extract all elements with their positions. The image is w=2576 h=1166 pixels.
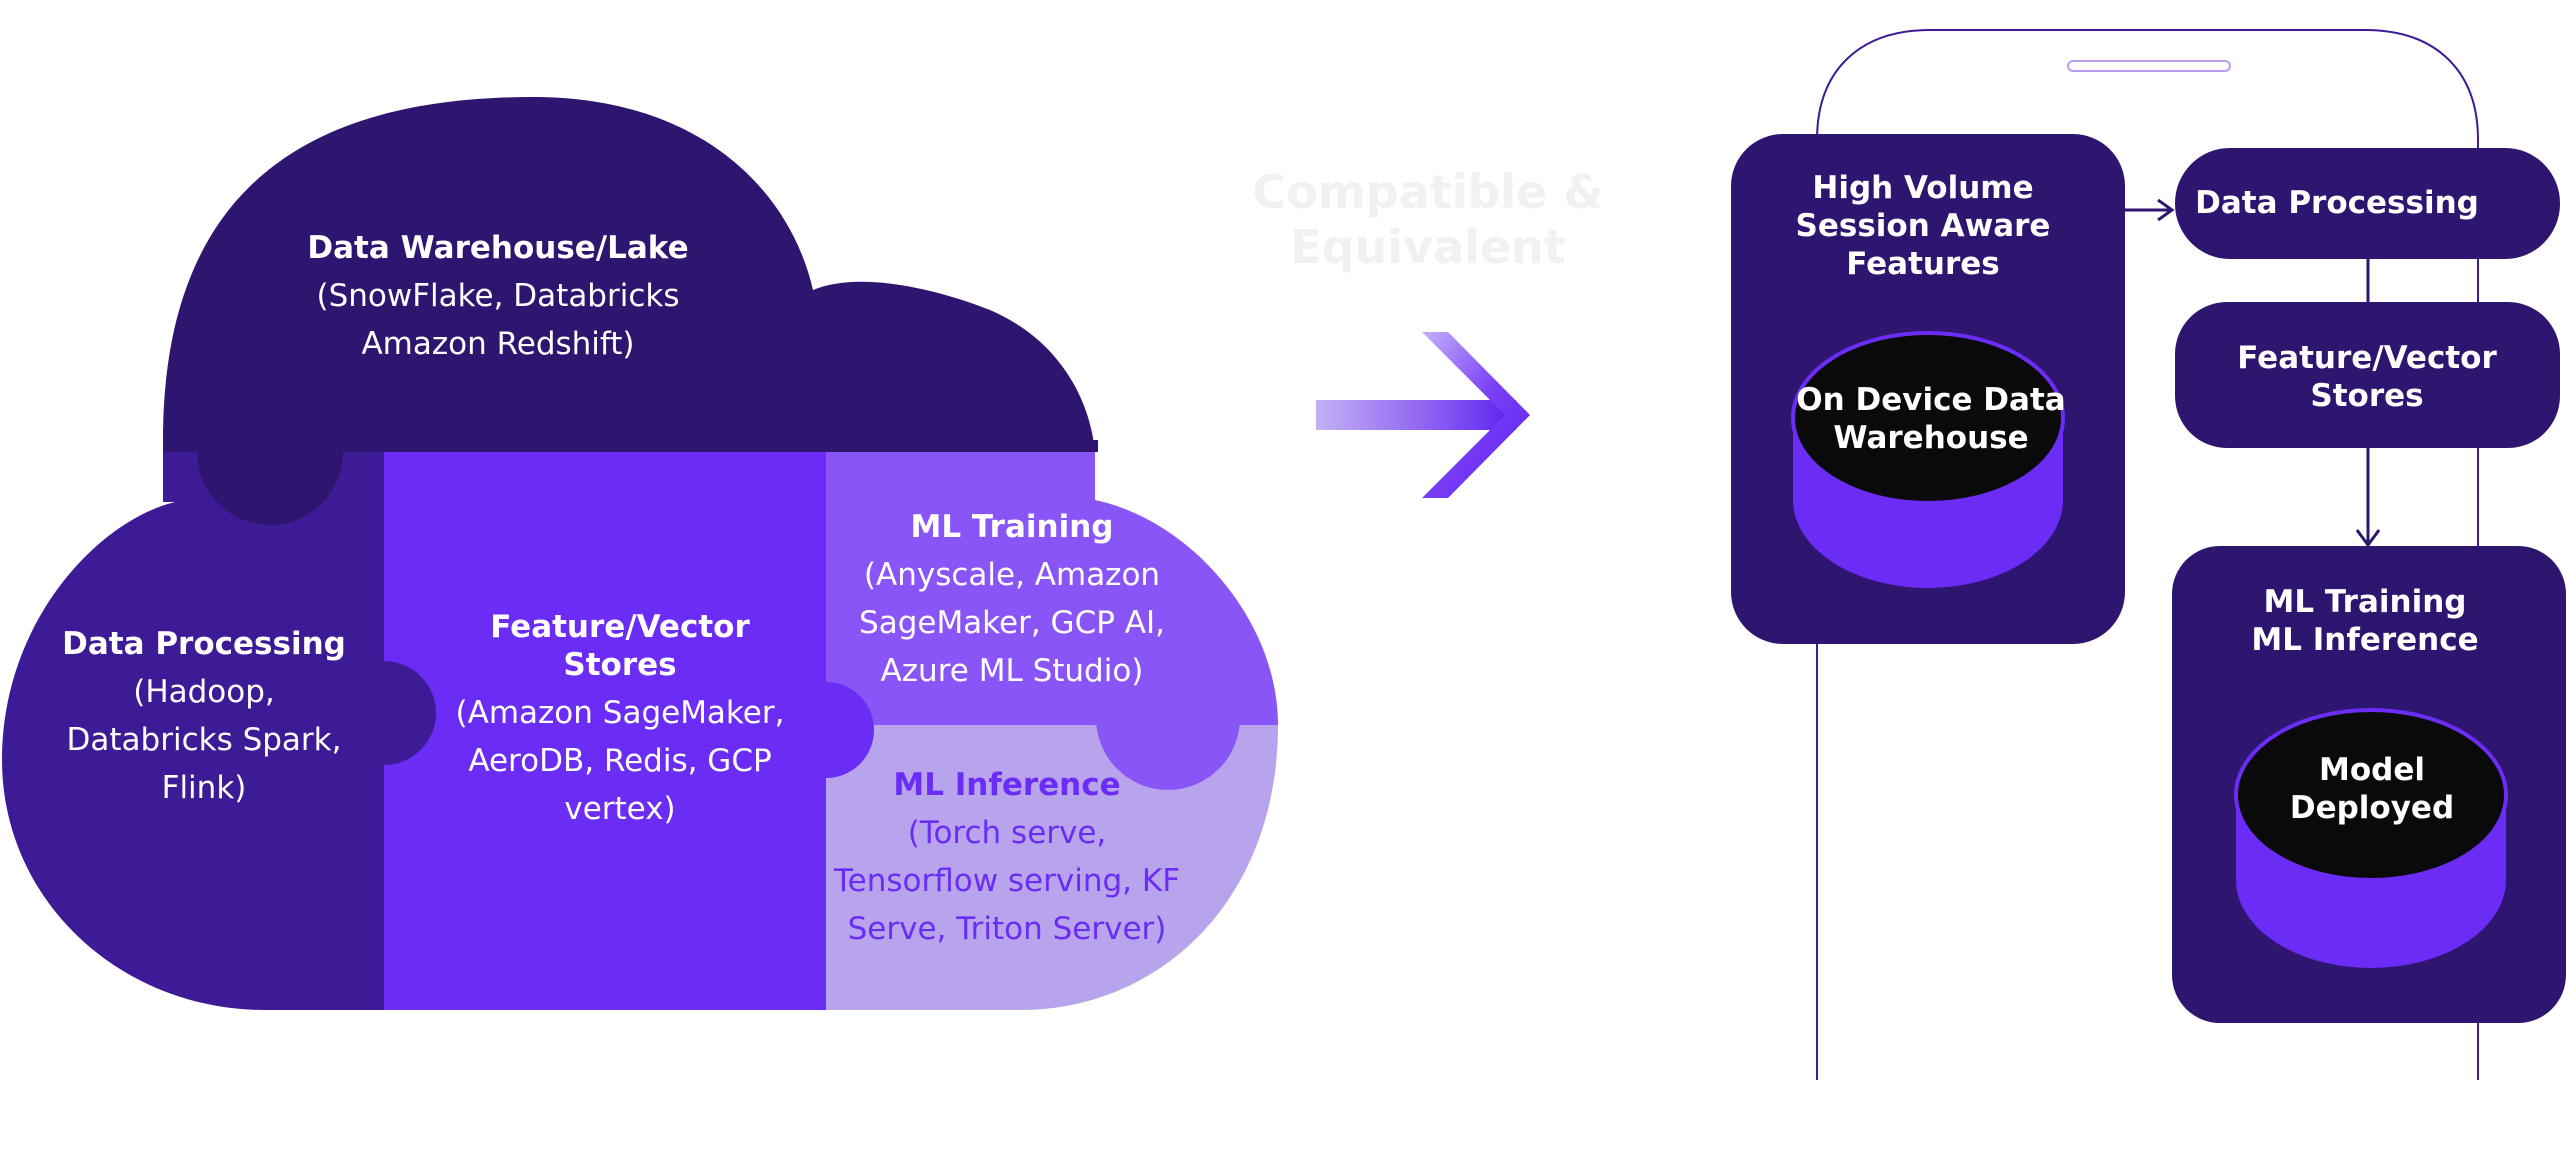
processing-line-3: Flink)	[162, 770, 247, 806]
cloud-inference-region	[778, 646, 1278, 1010]
connector-down-arrow-icon	[2355, 448, 2381, 548]
phone-speaker	[2067, 60, 2231, 72]
training-line-1: (Anyscale, Amazon	[864, 557, 1160, 593]
processing-line-1: (Hadoop,	[133, 674, 275, 710]
warehouse-cylinder-line-1: On Device Data	[1796, 382, 2065, 418]
device-feature-line-2: Stores	[2310, 378, 2423, 414]
device-ml-line-2: ML Inference	[2251, 622, 2478, 658]
warehouse-line-1: (SnowFlake, Databricks	[316, 278, 679, 314]
feature-line-2: AeroDB, Redis, GCP	[468, 743, 771, 779]
device-feature-line-1: Feature/Vector	[2237, 340, 2497, 376]
session-title-line-2: Session Aware	[1796, 208, 2051, 244]
processing-title: Data Processing	[62, 626, 346, 662]
cloud-warehouse-region	[163, 97, 1098, 452]
feature-line-1: (Amazon SageMaker,	[456, 695, 785, 731]
training-title: ML Training	[911, 509, 1114, 545]
model-cylinder-line-1: Model	[2319, 752, 2425, 788]
model-cylinder-line-2: Deployed	[2290, 790, 2454, 826]
inference-title: ML Inference	[893, 767, 1120, 803]
on-device-warehouse-cylinder: On Device Data Warehouse	[1791, 331, 2066, 588]
session-title-line-1: High Volume	[1812, 170, 2033, 206]
caption-line-2: Equivalent	[1290, 220, 1566, 274]
phone-outline	[1816, 29, 2479, 1080]
warehouse-title: Data Warehouse/Lake	[307, 230, 688, 266]
processing-line-2: Databricks Spark,	[67, 722, 342, 758]
feature-line-3: vertex)	[564, 791, 675, 827]
inference-line-2: Tensorflow serving, KF	[833, 863, 1180, 899]
right-arrow-icon	[1316, 332, 1530, 498]
training-line-2: SageMaker, GCP AI,	[859, 605, 1165, 641]
warehouse-cylinder-line-2: Warehouse	[1833, 420, 2028, 456]
caption-line-1: Compatible &	[1252, 165, 1603, 219]
inference-line-3: Serve, Triton Server)	[848, 911, 1167, 947]
training-line-3: Azure ML Studio)	[881, 653, 1144, 689]
inference-line-1: (Torch serve,	[908, 815, 1107, 851]
cloud-diagram: Data Warehouse/Lake (SnowFlake, Databric…	[2, 97, 1278, 1010]
device-processing-label: Data Processing	[2195, 185, 2479, 221]
feature-title-line-2: Stores	[563, 647, 676, 683]
device-feature-box: Feature/Vector Stores	[2175, 302, 2560, 448]
feature-title-line-1: Feature/Vector	[490, 609, 750, 645]
session-title-line-3: Features	[1846, 246, 2000, 282]
model-deployed-cylinder: Model Deployed	[2234, 708, 2508, 968]
device-processing-box: Data Processing	[2175, 148, 2560, 259]
warehouse-line-2: Amazon Redshift)	[361, 326, 634, 362]
connector-arrow-icon	[2125, 198, 2175, 222]
compatible-caption: Compatible & Equivalent	[1252, 165, 1603, 274]
device-ml-line-1: ML Training	[2264, 584, 2467, 620]
